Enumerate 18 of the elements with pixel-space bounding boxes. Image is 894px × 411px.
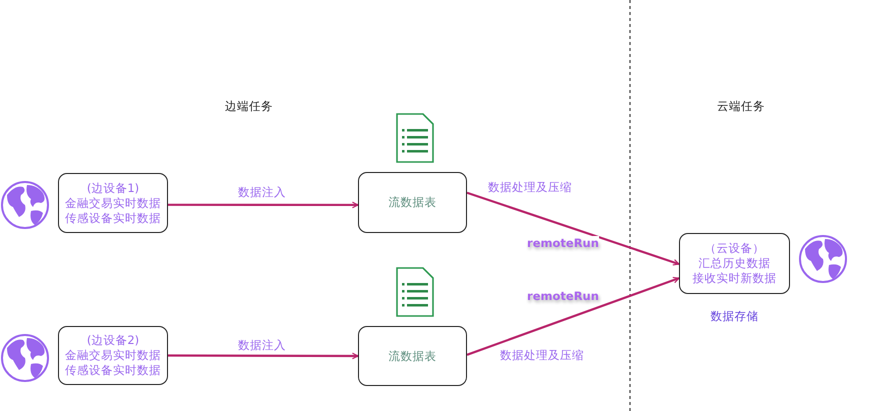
heading-label: 边端任务 xyxy=(225,99,273,113)
edge-label: 数据注入 xyxy=(238,338,286,352)
rounded-box: (边设备1) 金融交易实时数据 传感设备实时数据 xyxy=(58,173,168,233)
arrow xyxy=(168,202,359,208)
arrow xyxy=(466,276,680,356)
heading-label: 云端任务 xyxy=(717,99,765,113)
function-label: remoteRun xyxy=(527,289,599,303)
edge-label: 数据注入 xyxy=(238,185,286,199)
edge-label: 数据处理及压缩 xyxy=(500,348,584,362)
edge-label: 数据处理及压缩 xyxy=(488,180,572,194)
rounded-box: (边设备2) 金融交易实时数据 传感设备实时数据 xyxy=(58,326,168,385)
rounded-box: （云设备） 汇总历史数据 接收实时新数据 xyxy=(679,233,790,294)
node-caption: 数据存储 xyxy=(710,309,758,323)
rounded-box: 流数据表 xyxy=(358,172,467,233)
function-label: remoteRun xyxy=(527,236,599,250)
arrow xyxy=(466,192,680,266)
arrow xyxy=(168,352,359,360)
rounded-box: 流数据表 xyxy=(358,326,467,386)
